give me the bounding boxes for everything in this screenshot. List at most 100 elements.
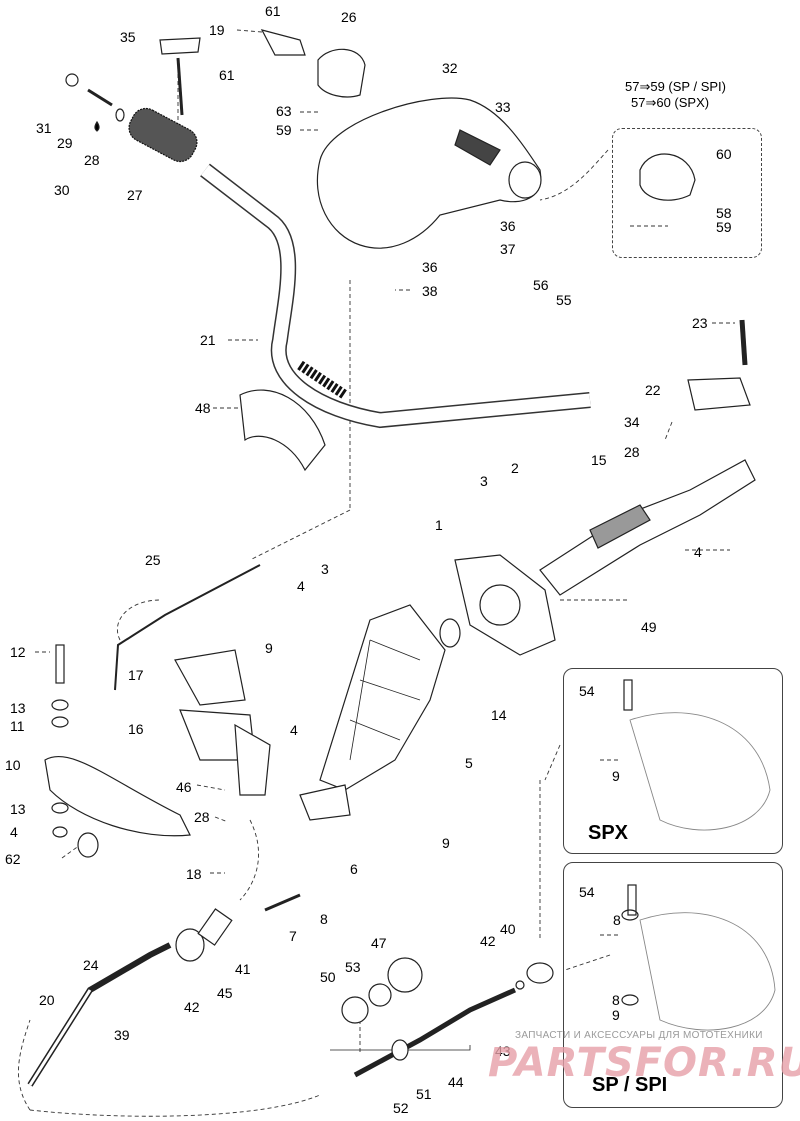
callout-42: 42 [480,933,496,949]
callout-20: 20 [39,992,55,1008]
callout-4: 4 [297,578,305,594]
cable-44 [353,987,517,1078]
callout-45: 45 [217,985,233,1001]
handlebar-grip-pattern [297,360,348,400]
clip-19 [260,29,306,56]
part-60 [639,153,696,201]
callout-13: 13 [10,700,26,716]
cable-25 [114,564,261,691]
fitting-41 [197,908,233,946]
washer-53 [368,983,392,1007]
leader-lines [18,29,735,1117]
callout-42: 42 [184,999,200,1015]
callout-18: 18 [186,866,202,882]
callout-59: 59 [716,219,732,235]
fitting-51 [391,1039,409,1061]
arm-4 [234,723,271,796]
callout-7: 7 [289,928,297,944]
callout-37: 37 [500,241,516,257]
callout-35: 35 [120,29,136,45]
callout-23: 23 [692,315,708,331]
callout-1: 1 [435,517,443,533]
callout-8: 8 [320,911,328,927]
steering-column-15 [539,459,756,596]
inset-frame-60 [612,128,762,258]
callout-29: 29 [57,135,73,151]
callout-2: 2 [511,460,519,476]
callout-8: 8 [613,912,621,928]
boot-26 [317,48,366,98]
callout-19: 19 [209,22,225,38]
lever-10 [44,755,191,837]
callout-28: 28 [84,152,100,168]
cable-39 [27,942,172,1087]
callout-51: 51 [416,1086,432,1102]
end-cap-31 [65,73,79,87]
inset-spx-title: SPX [588,822,629,844]
callout-62: 62 [5,851,21,867]
callout-8: 8 [612,992,620,1008]
callout-61: 61 [265,3,281,19]
callout-58: 58 [716,205,732,221]
inset-sp-spi-title: SP / SPI [592,1074,668,1096]
callout-28: 28 [194,809,210,825]
variant-note-sp-spi: 57⇒59 (SP / SPI) [625,79,726,94]
callout-17: 17 [128,667,144,683]
decal-33 [454,129,501,166]
support-1 [454,554,556,656]
callout-13: 13 [10,801,26,817]
callout-61: 61 [219,67,235,83]
callout-39: 39 [114,1027,130,1043]
callout-10: 10 [5,757,21,773]
callout-32: 32 [442,60,458,76]
callout-30: 30 [54,182,70,198]
bushing-47 [387,957,423,993]
callout-56: 56 [533,277,549,293]
callout-48: 48 [195,400,211,416]
watermark-tagline: ЗАПЧАСТИ И АКСЕССУАРЫ ДЛЯ МОТОТЕХНИКИ [515,1030,763,1041]
callout-54: 54 [579,884,595,900]
callout-55: 55 [556,292,572,308]
watermark-logo: PARTSFOR.RU [488,1040,800,1086]
nut-50 [341,996,369,1024]
callout-27: 27 [127,187,143,203]
callout-16: 16 [128,721,144,737]
callout-41: 41 [235,961,251,977]
callout-63: 63 [276,103,292,119]
callout-9: 9 [612,768,620,784]
callout-34: 34 [624,414,640,430]
callout-36: 36 [500,218,516,234]
callout-33: 33 [495,99,511,115]
callout-36: 36 [422,259,438,275]
callout-14: 14 [491,707,507,723]
callout-38: 38 [422,283,438,299]
grip-27 [128,107,198,163]
cover-48 [239,389,326,472]
callout-11: 11 [10,718,25,734]
callout-49: 49 [641,619,657,635]
callout-40: 40 [500,921,516,937]
bracket-35 [159,37,201,55]
boot-45 [175,928,205,962]
callout-4: 4 [290,722,298,738]
callout-53: 53 [345,959,361,975]
callout-54: 54 [579,683,595,699]
inset-sp-spi [563,862,783,1108]
callout-5: 5 [465,755,473,771]
tube-6 [299,784,351,821]
callout-52: 52 [393,1100,409,1116]
callout-9: 9 [265,640,273,656]
bolt-7 [264,893,301,912]
variant-note-spx: 57⇒60 (SPX) [631,95,710,110]
callout-43: 43 [495,1043,511,1059]
callout-46: 46 [176,779,192,795]
callout-9: 9 [612,1007,620,1023]
callout-3: 3 [480,473,488,489]
callout-4: 4 [10,824,18,840]
bolt-23 [739,319,748,366]
callout-31: 31 [36,120,52,136]
callout-15: 15 [591,452,607,468]
callout-24: 24 [83,957,99,973]
ball-joint-40 [526,962,554,984]
